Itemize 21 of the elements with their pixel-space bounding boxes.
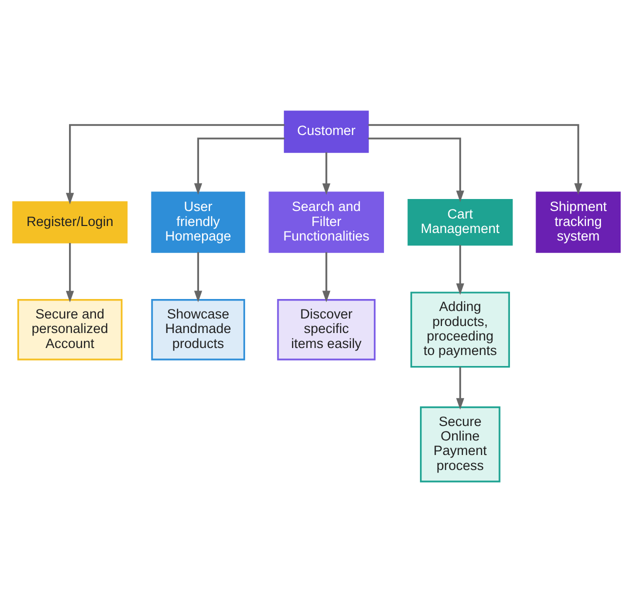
arrow [66, 242, 74, 302]
arrow [368, 124, 582, 195]
node-box: Search and Filter Functionalities [268, 192, 384, 253]
node-box: Discover specific items easily [277, 299, 376, 360]
arrow [456, 245, 464, 295]
node-box: Cart Management [408, 198, 513, 246]
node-box: Register/Login [12, 201, 128, 244]
node-box: Showcase Handmade products [151, 299, 246, 360]
arrow [66, 124, 285, 204]
arrow [322, 152, 330, 195]
arrow [194, 138, 285, 195]
node-box: User friendly Homepage [151, 192, 246, 253]
arrow [368, 138, 464, 202]
node-box: Adding products, proceeding to payments [410, 292, 510, 368]
node-box: Shipment tracking system [536, 192, 621, 253]
arrow [194, 252, 202, 302]
node-box: Customer [284, 110, 369, 153]
node-box: Secure and personalized Account [17, 299, 122, 360]
arrow [456, 366, 464, 410]
node-box: Secure Online Payment process [420, 406, 500, 482]
arrow [322, 252, 330, 302]
